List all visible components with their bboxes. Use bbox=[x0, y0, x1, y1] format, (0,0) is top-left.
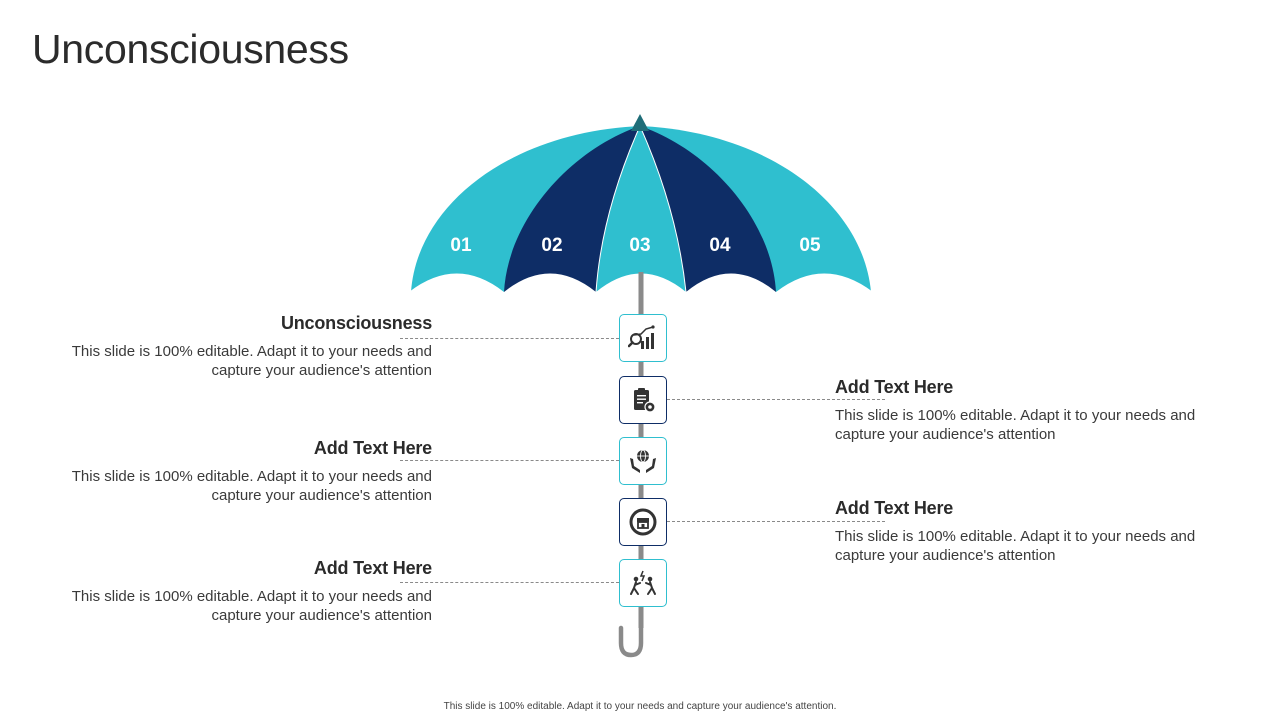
connector-2 bbox=[667, 399, 885, 400]
item-2: Add Text Here This slide is 100% editabl… bbox=[835, 377, 1215, 444]
item-3-text: This slide is 100% editable. Adapt it to… bbox=[71, 468, 432, 504]
connector-3 bbox=[400, 460, 619, 461]
item-3: Add Text Here This slide is 100% editabl… bbox=[52, 438, 432, 505]
shop-target-icon bbox=[629, 508, 657, 536]
umbrella-panel-04 bbox=[640, 126, 776, 292]
slide-footer: This slide is 100% editable. Adapt it to… bbox=[443, 701, 837, 712]
item-5: Add Text Here This slide is 100% editabl… bbox=[52, 558, 432, 625]
umbrella-handle bbox=[618, 623, 644, 658]
icon-box-5 bbox=[619, 559, 667, 607]
hands-globe-icon bbox=[630, 449, 656, 473]
item-3-heading: Add Text Here bbox=[313, 438, 432, 458]
analytics-magnifier-icon bbox=[628, 325, 655, 349]
item-5-text: This slide is 100% editable. Adapt it to… bbox=[71, 588, 432, 624]
segment-number-03: 03 bbox=[629, 235, 650, 256]
slide-title: Unconsciousness bbox=[32, 26, 349, 72]
item-4-text: This slide is 100% editable. Adapt it to… bbox=[835, 528, 1196, 564]
umbrella-tip bbox=[631, 114, 649, 131]
people-conflict-icon bbox=[630, 570, 656, 595]
item-2-text: This slide is 100% editable. Adapt it to… bbox=[835, 407, 1196, 443]
item-1-heading: Unconsciousness bbox=[280, 313, 432, 333]
segment-number-01: 01 bbox=[450, 235, 472, 256]
connector-5 bbox=[400, 582, 619, 583]
umbrella-canopy bbox=[411, 126, 871, 292]
clipboard-gear-icon bbox=[634, 388, 656, 413]
segment-number-04: 04 bbox=[709, 235, 731, 256]
item-4: Add Text Here This slide is 100% editabl… bbox=[835, 498, 1215, 565]
item-4-heading: Add Text Here bbox=[835, 498, 954, 518]
connector-4 bbox=[667, 521, 885, 522]
item-5-heading: Add Text Here bbox=[313, 558, 432, 578]
connector-1 bbox=[400, 338, 619, 339]
umbrella-panel-02 bbox=[504, 126, 640, 292]
icon-box-1 bbox=[619, 314, 667, 362]
item-1-text: This slide is 100% editable. Adapt it to… bbox=[71, 343, 432, 379]
item-1: Unconsciousness This slide is 100% edita… bbox=[52, 313, 432, 380]
segment-number-05: 05 bbox=[799, 235, 821, 256]
segment-number-02: 02 bbox=[541, 235, 562, 256]
icon-box-4 bbox=[619, 498, 667, 546]
icon-box-3 bbox=[619, 437, 667, 485]
item-2-heading: Add Text Here bbox=[835, 377, 954, 397]
icon-box-2 bbox=[619, 376, 667, 424]
